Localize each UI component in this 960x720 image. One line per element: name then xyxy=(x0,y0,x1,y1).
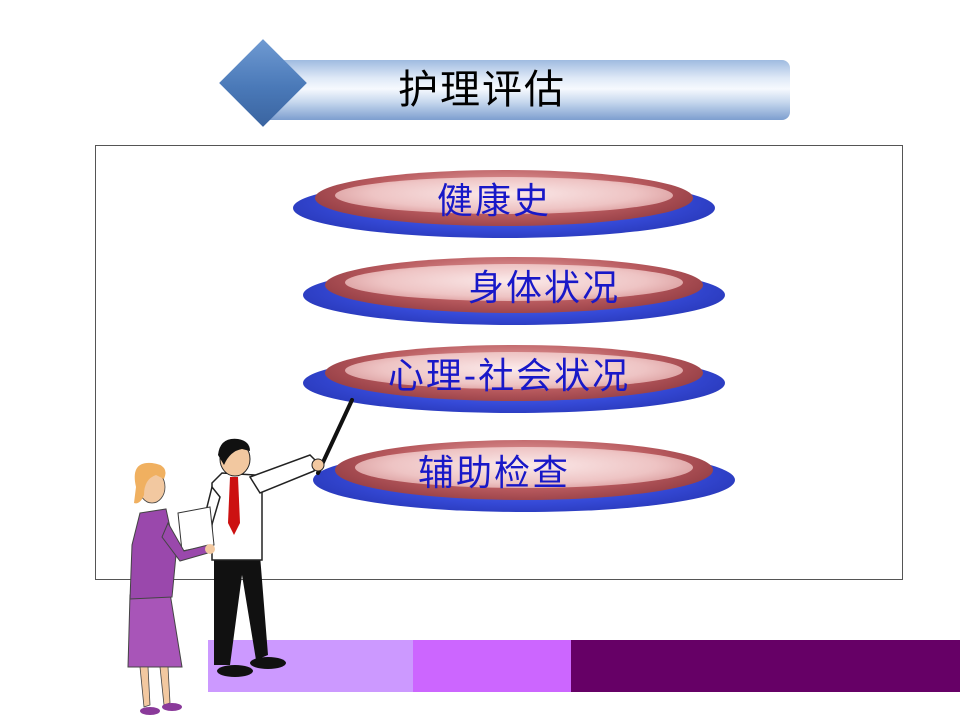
presenter-figures-icon xyxy=(127,398,354,715)
item-psychosocial-condition: 心理-社会状况 xyxy=(303,345,725,413)
pill-highlight-shape xyxy=(355,447,693,488)
pill-highlight-shape xyxy=(345,352,683,389)
item-label: 健康史 xyxy=(436,181,551,222)
title-bar xyxy=(262,60,790,120)
footer-band-dark xyxy=(571,640,960,692)
item-label: 辅助检查 xyxy=(417,453,570,494)
item-health-history: 健康史 xyxy=(293,170,715,238)
item-auxiliary-examination: 辅助检查 xyxy=(313,440,735,512)
footer-band-mid xyxy=(413,640,571,692)
item-label: 身体状况 xyxy=(467,268,620,309)
pill-highlight-shape xyxy=(345,264,683,301)
pill-highlight-shape xyxy=(335,177,673,214)
item-physical-condition: 身体状况 xyxy=(303,257,725,325)
item-label: 心理-社会状况 xyxy=(387,356,631,397)
slide-title: 护理评估 xyxy=(398,67,566,113)
